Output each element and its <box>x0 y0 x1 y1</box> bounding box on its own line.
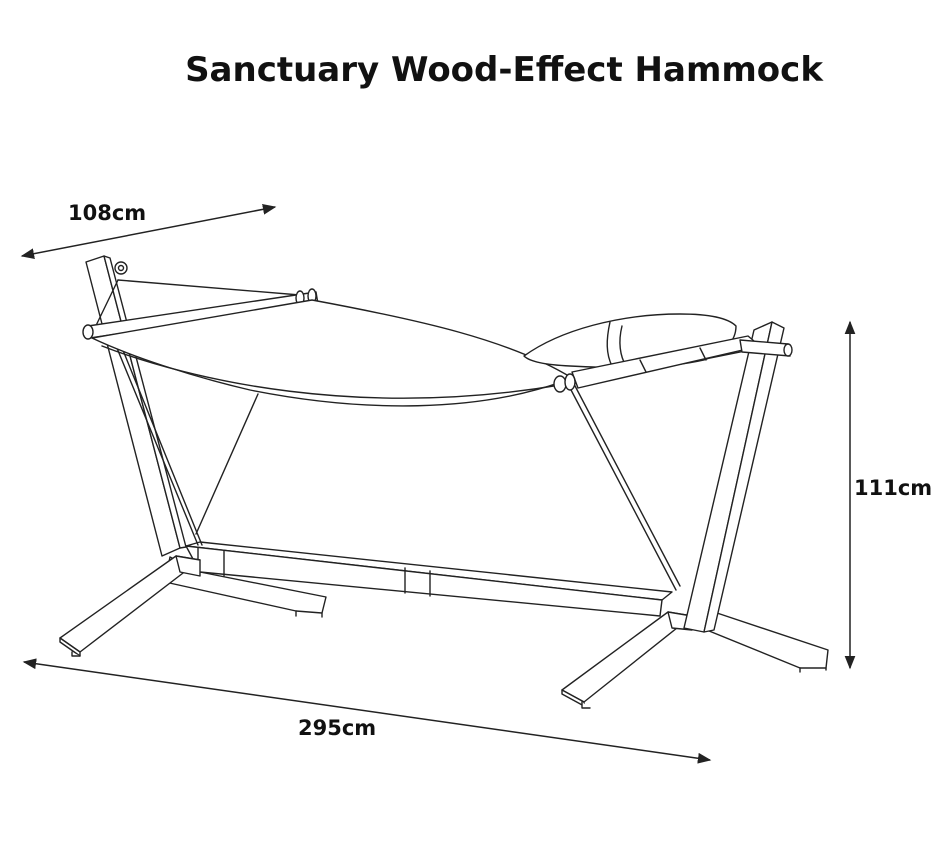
left-front-foot <box>59 555 201 657</box>
length-arrow <box>22 658 712 764</box>
right-front-foot <box>561 611 693 709</box>
right-spreader-bar <box>553 339 793 393</box>
right-post <box>683 321 785 633</box>
base-crossbar <box>185 541 673 617</box>
left-post <box>85 255 187 557</box>
height-label: 111cm <box>854 476 933 500</box>
left-hook <box>114 261 128 275</box>
depth-arrow <box>20 204 277 259</box>
diagram-title: Sanctuary Wood-Effect Hammock <box>185 50 823 90</box>
